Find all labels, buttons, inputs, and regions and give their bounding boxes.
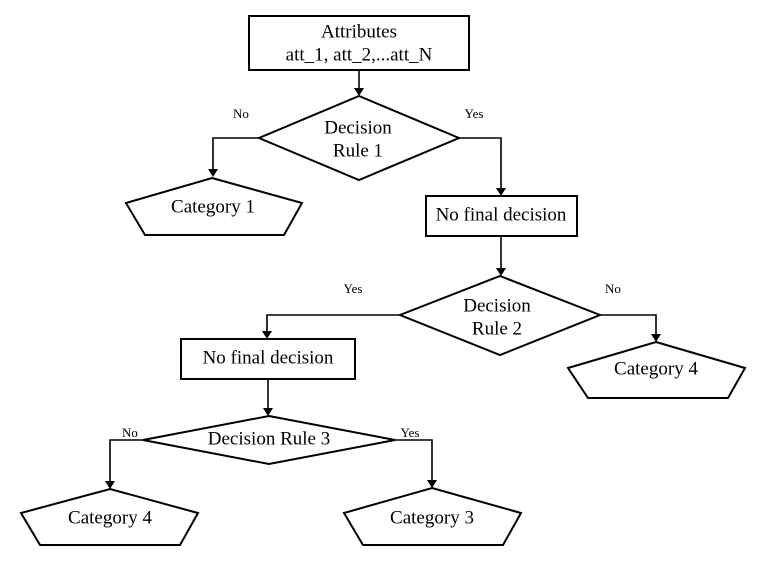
edge-rule3-yes-label: Yes (401, 425, 420, 440)
edge-rule2-no-label: No (605, 281, 621, 296)
edge-rule2-yes-label: Yes (344, 281, 363, 296)
category-4-right-label: Category 4 (614, 358, 698, 379)
decision-rule-1-line2: Rule 1 (333, 140, 383, 161)
decision-rule-2-line2: Rule 2 (472, 318, 522, 339)
decision-rule-3: Decision Rule 3 (142, 414, 396, 466)
category-1: Category 1 (124, 176, 304, 236)
edge-nfd1-to-rule2 (496, 236, 506, 276)
edge-rule1-yes: Yes (459, 106, 506, 196)
no-final-decision-2: No final decision (180, 338, 356, 380)
no-final-decision-1: No final decision (425, 195, 578, 237)
edge-rule3-no-label: No (122, 425, 138, 440)
no-final-decision-1-label: No final decision (436, 204, 567, 225)
category-4-left: Category 4 (19, 487, 200, 546)
decision-rule-1: Decision Rule 1 (256, 94, 462, 182)
category-3: Category 3 (342, 486, 523, 546)
attributes-title: Attributes (321, 21, 397, 42)
edge-rule2-no: No (600, 281, 661, 342)
edge-rule1-no: No (208, 106, 259, 177)
edge-rule3-no: No (105, 425, 143, 489)
decision-rule-1-line1: Decision (324, 117, 392, 138)
edge-nfd2-to-rule3 (263, 379, 273, 416)
decision-rule-2: Decision Rule 2 (397, 274, 603, 357)
category-4-right: Category 4 (566, 340, 747, 399)
attributes-list: att_1, att_2,...att_N (286, 44, 433, 65)
decision-rule-3-label: Decision Rule 3 (208, 428, 330, 449)
attributes-box: Attributes att_1, att_2,...att_N (248, 15, 470, 71)
edge-rule2-yes: Yes (262, 281, 400, 339)
edge-rule3-yes: Yes (395, 425, 437, 488)
edge-rule1-yes-label: Yes (465, 106, 484, 121)
category-1-label: Category 1 (171, 196, 255, 217)
edge-attributes-to-rule1 (354, 70, 364, 96)
category-3-label: Category 3 (390, 507, 474, 528)
category-4-left-label: Category 4 (68, 507, 152, 528)
edge-rule1-no-label: No (233, 106, 249, 121)
decision-rule-2-line1: Decision (463, 295, 531, 316)
no-final-decision-2-label: No final decision (203, 347, 334, 368)
